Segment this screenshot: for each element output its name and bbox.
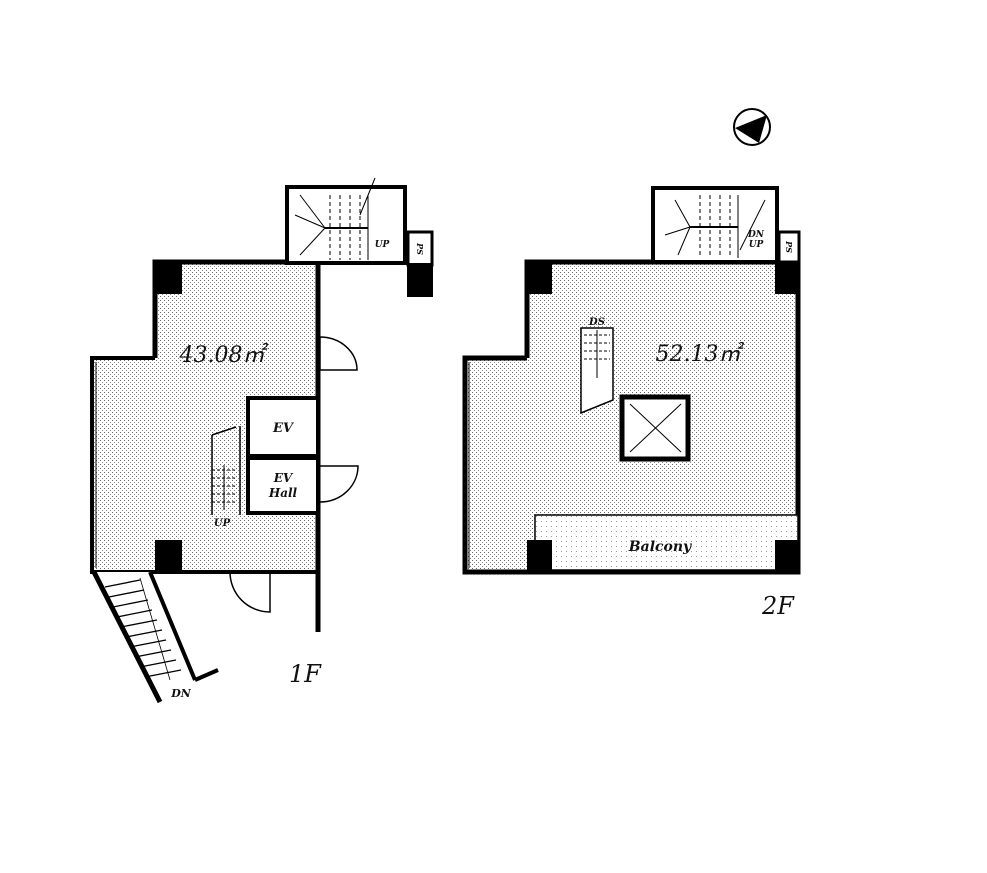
ev-shaft-void: [619, 394, 691, 462]
column: [155, 540, 182, 572]
floor-2f-label: 2F: [761, 592, 795, 620]
ev-hall: [246, 456, 320, 515]
door: [229, 571, 271, 613]
stair-ds-label: DS: [588, 317, 605, 328]
door: [319, 336, 358, 371]
stair-up: [211, 426, 241, 515]
door: [319, 465, 359, 503]
core-stair-up-label: UP: [749, 240, 764, 250]
floor-1f-label: 1F: [289, 660, 322, 688]
north-arrow-icon: [733, 108, 771, 146]
balcony: [534, 514, 799, 571]
floor-2f: Balcony DS: [462, 186, 801, 620]
ps-label: PS: [415, 242, 425, 255]
stair-up-label: UP: [214, 518, 231, 529]
ps-2f: PS: [777, 230, 801, 264]
column: [527, 262, 552, 294]
wall: [90, 356, 318, 574]
column: [155, 262, 182, 294]
core-stair-2f: DN UP: [651, 186, 779, 264]
stair-down-2f: [580, 327, 614, 415]
ps-label: PS: [784, 240, 794, 253]
ps-1f: PS: [406, 230, 434, 297]
ev-hall-label: EV: [273, 471, 294, 485]
column: [775, 262, 800, 294]
stair-down-label: DN: [170, 687, 192, 700]
column: [775, 540, 800, 574]
column: [527, 540, 552, 574]
core-stair-dn-label: DN: [747, 230, 765, 240]
ev-hall-label: Hall: [268, 486, 298, 500]
ev-label: EV: [272, 421, 295, 436]
stair-down: DN: [91, 570, 219, 704]
floor-2f-area: 52.13㎡: [656, 341, 745, 367]
core-stair-1f: UP: [285, 177, 407, 265]
floor-1f-area: 43.08㎡: [179, 342, 269, 368]
core-stair-label: UP: [375, 240, 390, 250]
floor-1f: EV EV Hall UP: [90, 177, 434, 704]
balcony-label: Balcony: [628, 539, 692, 555]
